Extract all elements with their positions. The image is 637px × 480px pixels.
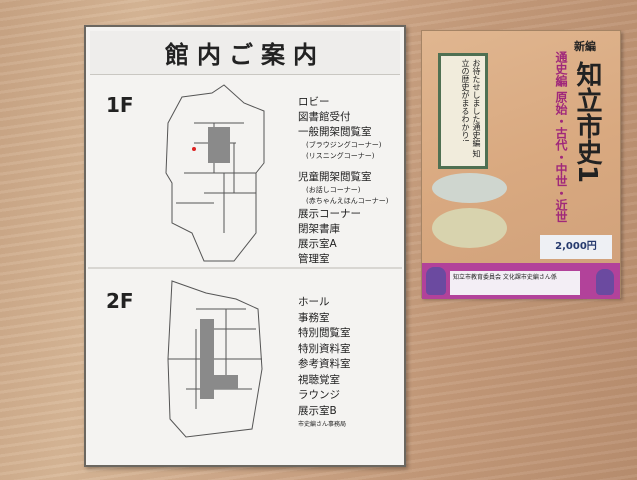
room-label: 展示室B [298, 404, 337, 417]
room-label: ロビー [298, 96, 330, 108]
room-label: ホール [298, 296, 330, 308]
floor-guide-sign: 館内ご案内 1F ロビー 図書館受付 一般開架閲覧室 (ブラウジングコーナー) … [84, 25, 406, 467]
room-label: 参考資料室 [298, 358, 351, 370]
room-label: 管理室 [298, 253, 330, 265]
poster-price: 2,000円 [540, 235, 612, 259]
mascot-icon [426, 267, 446, 295]
floor-2-label: 2F [106, 289, 134, 313]
poster-new-edition: 新編 [574, 40, 596, 53]
sign-title: 館内ご案内 [90, 31, 400, 75]
divider [88, 267, 402, 269]
poster-subtitle: 通史編 [554, 51, 568, 87]
floor-1-room-list: ロビー 図書館受付 一般開架閲覧室 (ブラウジングコーナー) (リスニングコーナ… [298, 95, 388, 267]
poster-publisher: 知立市教育委員会 文化課市史編さん係 [450, 271, 580, 295]
room-label: 図書館受付 [298, 111, 351, 123]
floor-1-plan [165, 84, 265, 262]
room-label: 展示コーナー [298, 208, 361, 220]
room-label: 視聴覚室 [298, 373, 340, 386]
painting-photo [432, 208, 507, 248]
room-label: 児童開架閲覧室 [298, 171, 372, 183]
room-sublabel: (赤ちゃんえほんコーナー) [306, 197, 389, 205]
room-sublabel: (リスニングコーナー) [306, 152, 375, 160]
room-label: ラウンジ [298, 389, 340, 401]
room-label: 一般開架閲覧室 [298, 126, 372, 138]
floor-1-label: 1F [106, 93, 134, 117]
room-sublabel: 市史編さん事務局 [298, 421, 347, 428]
mascot-icon [596, 269, 614, 295]
room-sublabel: (お話しコーナー) [306, 186, 361, 194]
room-sublabel: (ブラウジングコーナー) [306, 141, 382, 149]
room-label: 閉架書庫 [298, 223, 340, 235]
poster-note: お待たせしました通史編 知立の歴史がまるわかり! [438, 53, 488, 169]
pottery-photo [432, 173, 507, 203]
floor-2-plan [167, 280, 263, 438]
poster-footer-band: 知立市教育委員会 文化課市史編さん係 [422, 263, 620, 299]
floor-2-room-list: ホール 事務室 特別閲覧室 特別資料室 参考資料室 視聴覚室 ラウンジ 展示室B… [298, 295, 351, 431]
poster-title: 知立市史1 [572, 61, 602, 184]
city-history-poster: 新編 知立市史1 通史編 原始・古代・中世・近世 お待たせしました通史編 知立の… [421, 30, 621, 299]
room-label: 展示室A [298, 238, 337, 250]
room-label: 特別資料室 [298, 342, 351, 355]
room-label: 事務室 [298, 311, 330, 324]
room-label: 特別閲覧室 [298, 327, 351, 339]
poster-periods: 原始・古代・中世・近世 [554, 91, 568, 223]
